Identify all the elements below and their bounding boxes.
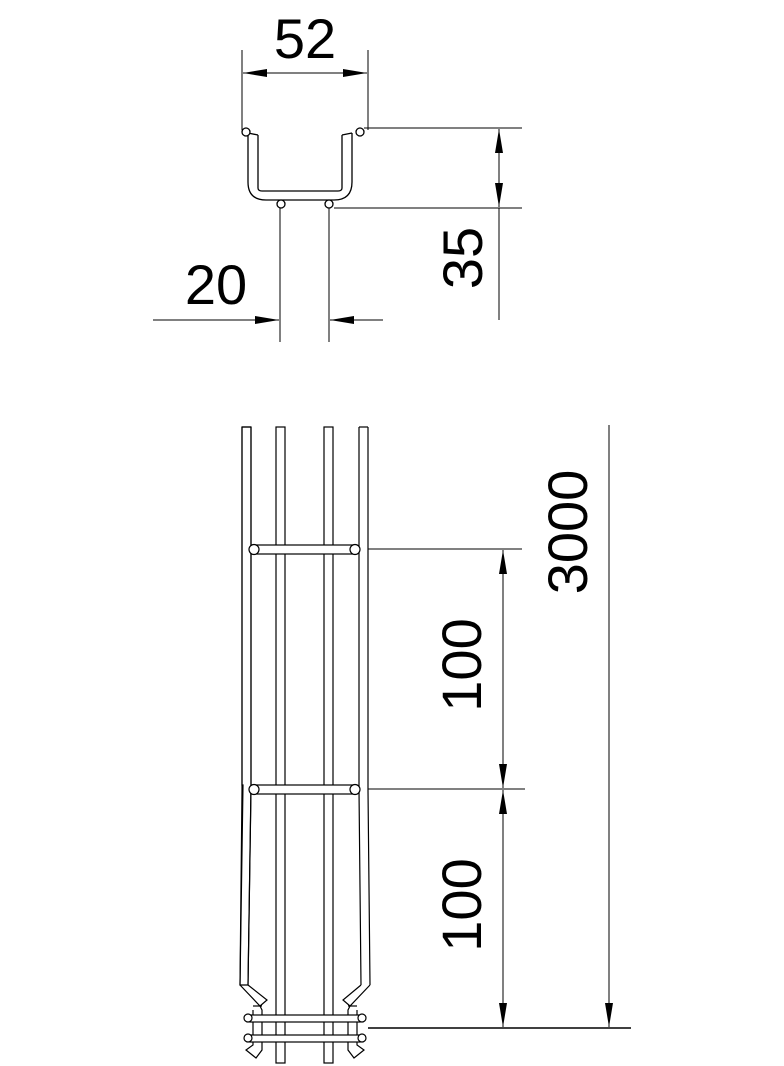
right-inner-wire xyxy=(323,426,334,1064)
top-right-wire xyxy=(355,127,365,137)
bottom-wire-spacing-label: 20 xyxy=(185,253,247,316)
cross-wire-2 xyxy=(253,784,357,795)
u-profile-inner xyxy=(257,135,343,192)
connector-wire-2 xyxy=(249,1034,361,1043)
height-dimension-label: 35 xyxy=(431,227,494,289)
top-left-wire xyxy=(241,127,251,137)
cross-section-view xyxy=(153,50,522,342)
total-length-label: 3000 xyxy=(536,470,599,595)
width-dimension-label: 52 xyxy=(274,7,336,70)
cross-wire-1 xyxy=(253,544,357,555)
cross-wire-pitch-upper-label: 100 xyxy=(430,618,493,711)
left-inner-wire xyxy=(275,426,286,1064)
bottom-right-wire xyxy=(324,199,334,209)
u-profile-outer xyxy=(247,133,353,201)
bottom-left-wire xyxy=(276,199,286,209)
cross-wire-pitch-lower-label: 100 xyxy=(430,858,493,951)
side-view xyxy=(239,425,631,1064)
connector-wire-1 xyxy=(249,1014,361,1023)
